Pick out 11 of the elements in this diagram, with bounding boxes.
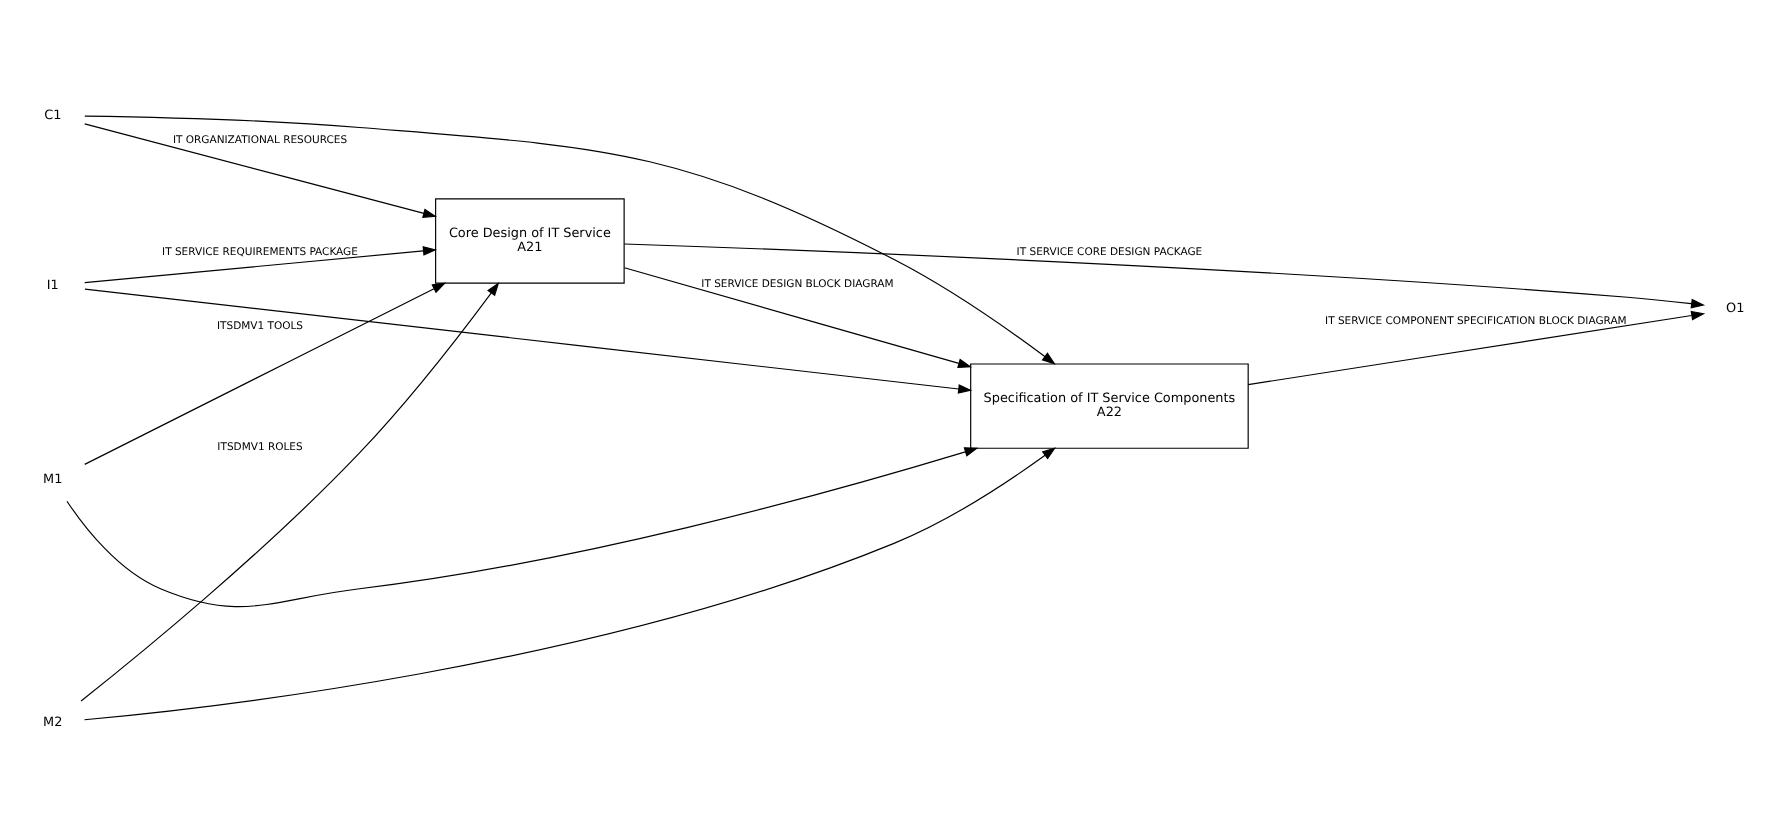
arrow [83, 446, 1057, 720]
arrow [84, 287, 973, 393]
arrow [623, 242, 1706, 308]
arrow [66, 446, 979, 607]
arrow [80, 281, 500, 701]
arrow [84, 245, 437, 283]
arrow [1247, 309, 1706, 385]
arrow [84, 114, 1056, 364]
arrow [84, 122, 437, 217]
arrow [623, 266, 972, 367]
arrow [84, 281, 447, 464]
